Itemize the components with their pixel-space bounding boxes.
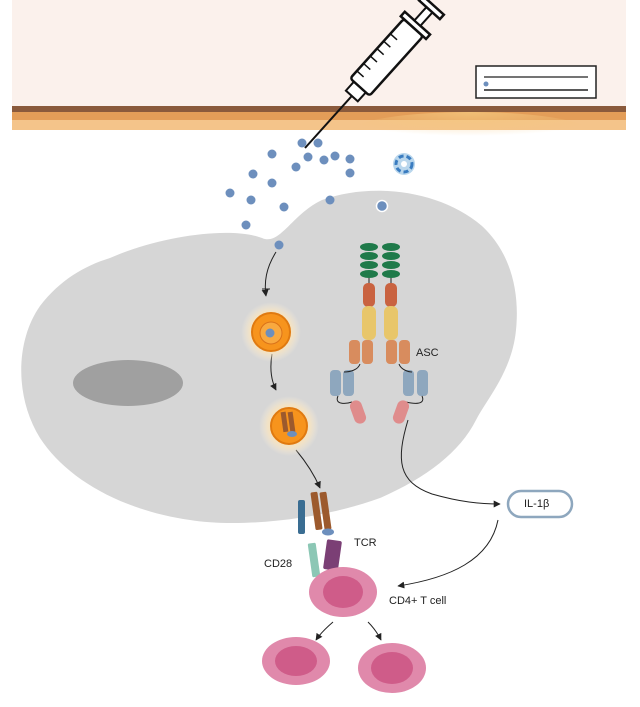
- cd28-label: CD28: [264, 558, 293, 570]
- antigen-particles: [225, 138, 389, 250]
- t-cell-daughter-right: [358, 643, 426, 693]
- receptor-complex: [298, 491, 342, 578]
- t-cell-daughter-left: [262, 637, 330, 685]
- skin-glow: [350, 112, 590, 152]
- il1b-label: IL-1β: [524, 498, 550, 510]
- endosome-late: [259, 396, 319, 456]
- proliferation-arrow-left: [315, 621, 334, 641]
- antigen-peptide: [322, 528, 334, 536]
- tcr-bar-1: [310, 491, 323, 531]
- inflammasome-complex: [330, 243, 428, 424]
- virus-icon: [393, 153, 415, 175]
- tcr-bar-2: [319, 491, 332, 531]
- skin-band-dark: [12, 106, 626, 112]
- pro-il1b-right: [392, 400, 410, 424]
- skin-band-light: [12, 120, 626, 130]
- tcr-label: TCR: [354, 537, 377, 549]
- caspase-domains: [330, 370, 428, 396]
- proliferation-arrow-right: [367, 621, 382, 641]
- cd28-bar: [307, 542, 321, 578]
- nucleus: [73, 360, 183, 406]
- lrr-domain-left: [362, 306, 376, 340]
- secretion-arrow: [400, 419, 501, 508]
- skin-band-orange: [12, 112, 626, 120]
- scale-bar-icon: [475, 65, 597, 99]
- pyrin-domain-right: [382, 243, 400, 278]
- il1b-to-tcell-arrow: [397, 519, 499, 589]
- pyrin-domain-left: [360, 243, 378, 278]
- skin-layer: [12, 0, 626, 152]
- asc-domains: [349, 340, 410, 364]
- syringe-icon: [304, 0, 446, 149]
- cd4-t-cell-label: CD4+ T cell: [389, 595, 447, 607]
- nacht-domain-left: [363, 283, 375, 307]
- tcr-purple-bar: [323, 539, 342, 571]
- pro-il1b-left: [349, 400, 367, 424]
- lrr-domain-right: [384, 306, 398, 340]
- endosome-early: [241, 302, 301, 362]
- mhc-blue: [298, 500, 305, 534]
- asc-label: ASC: [416, 347, 439, 359]
- t-cell-primary: [309, 567, 377, 617]
- il1b-box: [506, 489, 574, 519]
- nacht-domain-right: [385, 283, 397, 307]
